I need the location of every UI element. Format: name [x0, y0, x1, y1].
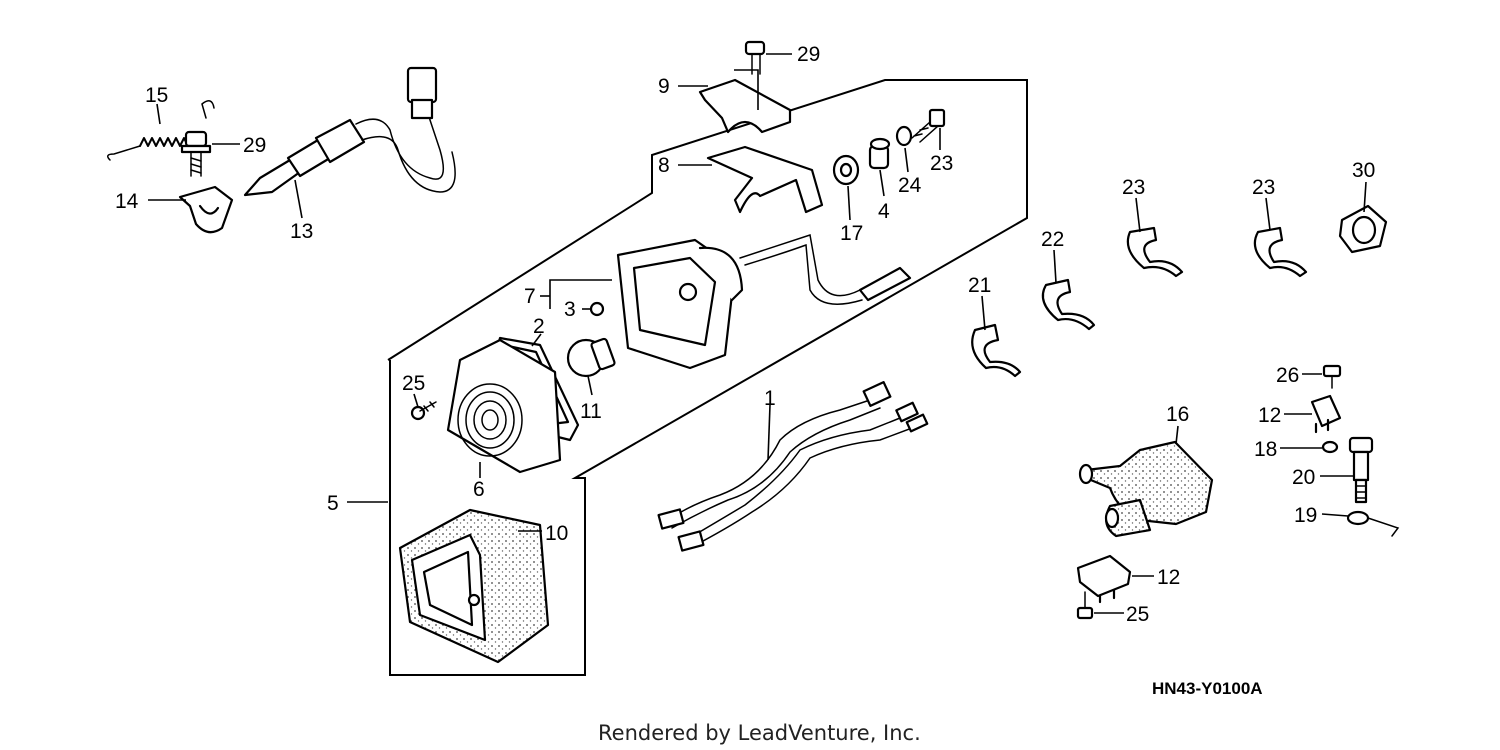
callout-29-top: 29: [797, 43, 820, 66]
grommet-part-19: [832, 154, 860, 186]
callout-labels: 15 29 14 13 29 9 8 17 4 24 23 7 3 2 11 2…: [115, 43, 1375, 626]
callout-20: 20: [1292, 466, 1315, 489]
clamp-part-21: [971, 323, 1022, 378]
washer-part-28: [895, 125, 913, 147]
harness-part-1: [657, 381, 929, 552]
callout-9: 9: [658, 75, 670, 98]
screw-part-27: [410, 401, 437, 421]
cover-part-10: [398, 508, 550, 664]
assembly-outline: [387, 79, 1028, 676]
callout-25: 25: [1126, 603, 1149, 626]
callout-7: 7: [524, 285, 536, 308]
callout-14: 13: [290, 220, 313, 243]
clip-part-30: [1338, 204, 1388, 254]
callout-12-upper: 12: [1258, 404, 1281, 427]
collar-part-4: [868, 137, 891, 170]
callout-1: 1: [764, 387, 776, 410]
clamp-part-23a: [1126, 226, 1184, 278]
callout-23-left: 23: [1122, 176, 1145, 199]
callout-6: 6: [473, 478, 485, 501]
callout-12-lower: 12: [1157, 566, 1180, 589]
callout-18: 19: [1294, 504, 1317, 527]
callout-8: 8: [658, 154, 670, 177]
clamp-part-22: [1041, 278, 1096, 331]
relay-part-12-lower: [1076, 554, 1132, 604]
lens-part-6: [446, 338, 562, 474]
callout-23-right: 23: [1252, 176, 1275, 199]
callout-28: 24: [898, 174, 922, 197]
callout-5: 5: [327, 492, 339, 515]
callout-16: 15: [145, 84, 168, 107]
housing-part-7: [616, 234, 912, 370]
callout-24: 23: [930, 152, 953, 175]
callout-21: 21: [968, 274, 991, 297]
bolt-part-20: [1348, 436, 1374, 504]
switch-part-14: [243, 66, 456, 197]
callout-13: 18: [1254, 438, 1277, 461]
washer-part-18: [1346, 510, 1400, 537]
callout-19: 17: [840, 222, 863, 245]
callout-4: 4: [878, 200, 890, 223]
callout-15: 14: [115, 190, 139, 213]
callout-17: 16: [1166, 403, 1189, 426]
screw-part-26: [1322, 364, 1342, 389]
callout-26: 26: [1276, 364, 1299, 387]
callout-3: 3: [564, 298, 576, 321]
callout-29-left: 29: [243, 134, 266, 157]
bolt-part-24: [911, 108, 946, 143]
bulb-part-11: [566, 337, 616, 378]
relay-part-12-upper: [1310, 394, 1342, 434]
flasher-part-17: [1078, 440, 1214, 538]
callout-2: 2: [533, 315, 545, 338]
render-credit: Rendered by LeadVenture, Inc.: [598, 721, 921, 745]
bracket-part-9: [698, 78, 792, 134]
washer-part-3: [589, 301, 605, 317]
callout-10: 10: [545, 522, 568, 545]
callout-30: 30: [1352, 159, 1375, 182]
screw-part-25: [1076, 591, 1094, 620]
bracket-part-8: [706, 145, 824, 214]
callout-27: 25: [402, 372, 425, 395]
bolt-part-left: [180, 130, 212, 177]
callout-22: 22: [1041, 228, 1064, 251]
bracket-part-15: [178, 185, 234, 234]
diagram-code: HN43-Y0100A: [1152, 679, 1263, 698]
nut-part-13: [1321, 440, 1339, 454]
callout-11: 11: [580, 400, 602, 423]
leader-lines: [148, 53, 1367, 614]
clamp-part-23b: [1253, 226, 1308, 278]
